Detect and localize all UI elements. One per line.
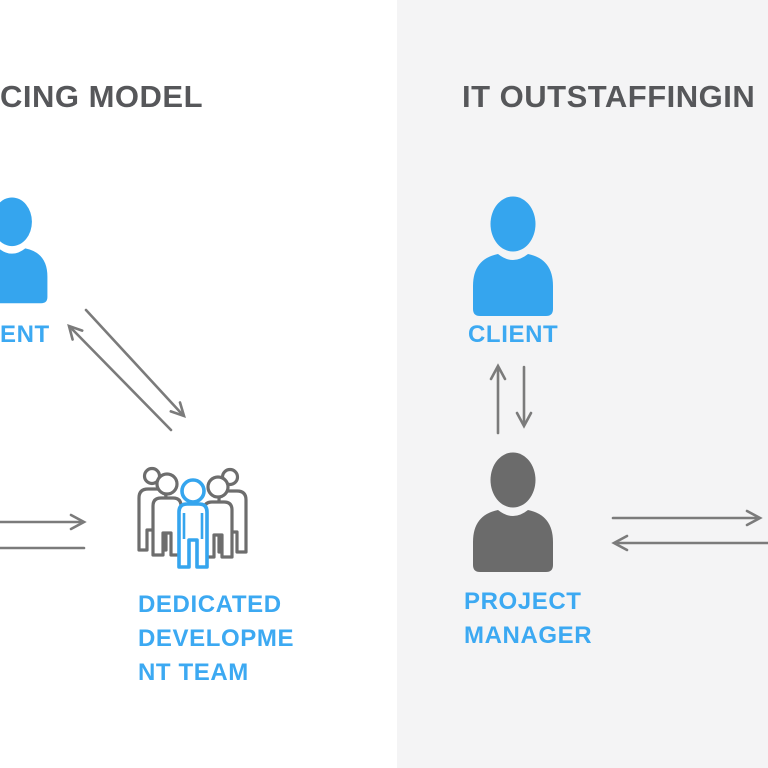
right-panel-title: IT OUTSTAFFINGIN <box>462 79 756 114</box>
client-label-left: ENT <box>0 321 50 348</box>
project-manager-label: PROJECT MANAGER <box>464 588 593 649</box>
dedicated-team-label: DEDICATED DEVELOPME NT TEAM <box>138 591 295 686</box>
client-team-diagonal-arrows-icon <box>67 308 186 432</box>
client-person-icon <box>0 197 48 304</box>
right-horizontal-arrows-icon <box>611 509 768 552</box>
left-panel-title: CING MODEL <box>0 79 204 114</box>
dedicated-team-icon <box>137 466 248 569</box>
client-person-icon-right <box>473 196 553 316</box>
client-manager-vertical-arrows-icon <box>489 363 533 435</box>
client-label-right: CLIENT <box>468 321 559 348</box>
project-manager-person-icon <box>473 452 553 572</box>
left-horizontal-arrows-icon <box>0 513 87 550</box>
right-panel-background <box>397 0 768 768</box>
